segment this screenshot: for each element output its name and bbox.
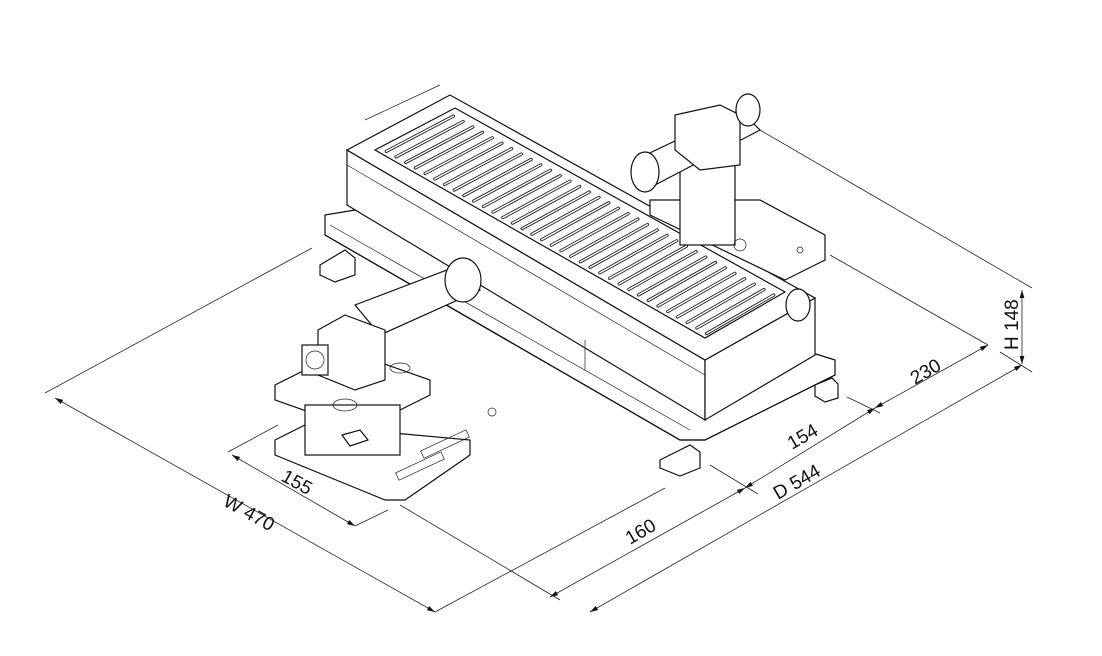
grill-slot <box>443 147 513 186</box>
mount-foot-front <box>659 444 701 477</box>
grill-slot <box>560 212 629 252</box>
dimension-height: H 148 <box>759 129 1033 373</box>
grill-slot <box>618 245 688 285</box>
grill-slot <box>550 207 620 246</box>
grill-slot <box>492 175 561 213</box>
grill-slot <box>482 169 552 208</box>
grill-slot <box>599 234 668 274</box>
grill-slot <box>385 115 455 153</box>
grill-slot <box>608 240 678 280</box>
grill-slot <box>472 164 542 202</box>
grill-slot <box>696 288 765 329</box>
grill-slot <box>502 180 571 219</box>
grill-slot <box>434 142 503 180</box>
grill-slot <box>628 250 697 291</box>
grill-slot <box>463 158 532 197</box>
dimension-offset-front-label: 160 <box>622 515 660 549</box>
dimension-offset-front: 160 <box>434 464 759 613</box>
dimension-offset-rear-label: 230 <box>907 355 945 389</box>
grill-slot <box>705 294 775 335</box>
dimension-width-label: W 470 <box>220 491 278 536</box>
grill-slot <box>647 261 717 302</box>
grill-slot <box>521 191 591 230</box>
dimension-height-label: H 148 <box>1002 299 1023 350</box>
grill-slot <box>540 202 610 241</box>
grill-slot <box>395 120 464 158</box>
grill-slot <box>404 126 474 164</box>
dimension-motor-base-label: 155 <box>278 466 316 500</box>
grill-slot <box>531 196 600 235</box>
grill-slot <box>686 283 756 324</box>
grill-slot <box>676 278 746 318</box>
grill-slot <box>657 267 726 307</box>
left-motor-assembly <box>274 257 497 501</box>
grill-slot <box>511 185 581 224</box>
grill-slot <box>569 218 639 257</box>
grill-slot <box>453 153 523 191</box>
grill-slot <box>589 229 658 269</box>
grill <box>373 107 787 339</box>
mount-foot-left <box>319 249 356 283</box>
right-motor-assembly <box>630 93 826 322</box>
grill-slot <box>637 256 707 296</box>
grill-slot <box>667 272 736 313</box>
dimension-offset-rear: 230 <box>829 254 989 409</box>
grill-slot <box>579 223 649 263</box>
grill-slot <box>414 131 484 169</box>
grill-slot <box>424 137 493 175</box>
dimension-offset-mid-label: 154 <box>784 420 822 454</box>
